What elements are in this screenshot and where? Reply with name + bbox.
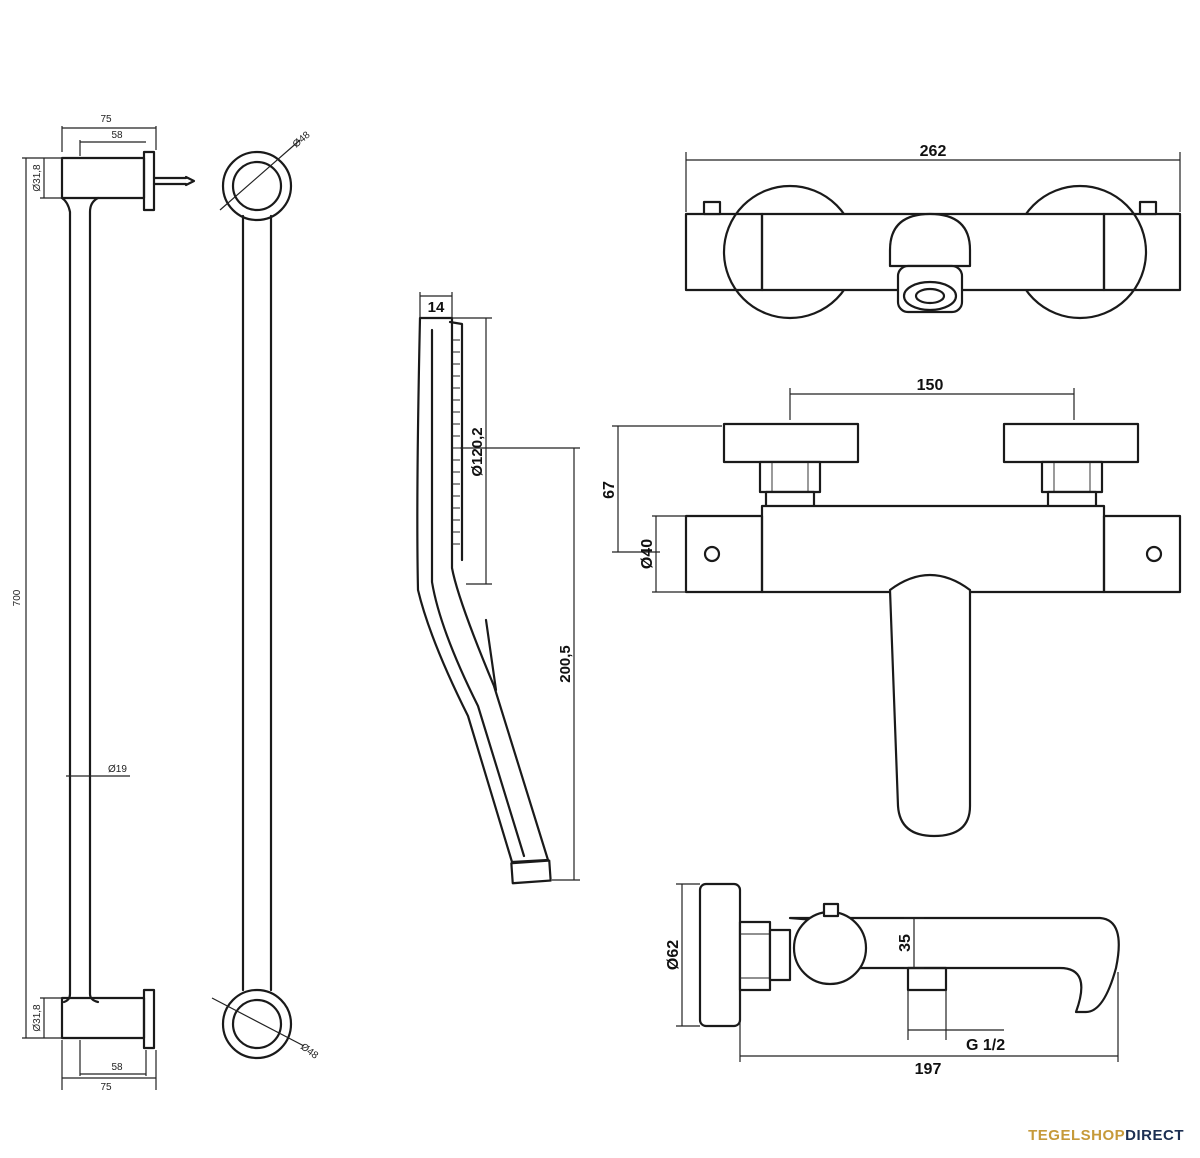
side-connector-flats <box>740 933 770 979</box>
top-bracket-diameter-label: Ø31,8 <box>32 164 43 192</box>
right-knurled-handle-front <box>1102 514 1182 594</box>
rail-right-edge <box>88 196 100 1004</box>
handshower-thread <box>510 859 552 885</box>
left-knurled-handle-top <box>684 212 764 292</box>
top-wall-rose-outer <box>221 150 293 222</box>
handshower-face <box>448 320 464 562</box>
rail-width-bracket-bottom-label: 58 <box>111 1062 123 1073</box>
brand-part2: DIRECT <box>1125 1127 1184 1144</box>
side-outlet-thread <box>906 966 948 992</box>
spout-top <box>888 212 972 268</box>
depth-label: 197 <box>915 1061 942 1078</box>
body-diameter-label: Ø40 <box>639 539 656 569</box>
head-diameter-label: Ø120,2 <box>469 427 486 476</box>
nut-flats <box>771 462 1091 492</box>
rail-width-total-bottom-label: 75 <box>100 1082 112 1093</box>
bottom-wall-rose-inner <box>231 998 283 1050</box>
flange-diameter-label: Ø62 <box>665 940 682 970</box>
outlet-ring-outer <box>902 280 958 312</box>
rail-diameter-label: Ø19 <box>108 764 127 775</box>
outlet-ring-inner <box>914 287 946 305</box>
spout-height-label: 35 <box>897 934 914 952</box>
side-neck <box>768 928 792 982</box>
top-wall-screw <box>152 175 196 187</box>
left-handle-hole <box>703 545 721 563</box>
handshower-inner-line <box>430 328 526 858</box>
spout-front <box>888 573 972 838</box>
top-wall-rose-inner <box>231 160 283 212</box>
bottom-bracket <box>60 996 146 1040</box>
brand-logo: TEGELSHOPDIRECT <box>1028 1127 1184 1144</box>
side-body-round <box>792 910 868 986</box>
rail-side-view: 75 58 Ø31,8 700 Ø19 Ø31,8 58 75 <box>12 114 196 1093</box>
rail-front-view: Ø48 Ø48 <box>211 129 320 1062</box>
left-nut <box>758 460 822 494</box>
left-wall-plate-front <box>722 422 860 464</box>
left-knurled-handle-front <box>684 514 764 594</box>
right-handle-hole <box>1145 545 1163 563</box>
spray-nozzles <box>452 339 460 545</box>
side-top-pin <box>822 902 840 918</box>
bottom-wall-rose-outer <box>221 988 293 1060</box>
side-connector <box>738 920 772 992</box>
brand-part1: TEGELSHOP <box>1028 1127 1126 1144</box>
handshower-view: 14 Ø120,2 200,5 <box>416 292 580 885</box>
right-wall-plate-front <box>1002 422 1140 464</box>
right-nut <box>1040 460 1104 494</box>
bottom-bracket-diameter-label: Ø31,8 <box>32 1004 43 1032</box>
height-label: 67 <box>601 481 618 499</box>
connection-spacing-label: 150 <box>917 377 944 394</box>
mixer-top-view: 262 <box>684 143 1182 320</box>
bottom-wall-plate <box>142 988 156 1050</box>
rail-length-label: 700 <box>12 589 23 606</box>
top-bracket <box>60 156 146 200</box>
right-pin <box>1138 200 1158 216</box>
handle-groove <box>484 618 498 692</box>
outlet-thread-label: G 1/2 <box>966 1037 1005 1054</box>
front-rail <box>241 214 273 992</box>
head-depth-label: 14 <box>428 299 445 316</box>
handshower-outline <box>416 316 550 864</box>
left-pin <box>702 200 722 216</box>
side-wall-flange <box>698 882 742 1028</box>
side-spout <box>788 916 1120 1014</box>
rail-width-bracket-label: 58 <box>111 130 123 141</box>
bottom-rose-diameter-label: Ø48 <box>298 1042 320 1062</box>
total-width-label: 262 <box>920 143 947 160</box>
rail-width-total-label: 75 <box>100 114 112 125</box>
total-length-label: 200,5 <box>557 645 574 683</box>
top-wall-plate <box>142 150 156 212</box>
mixer-side-view: Ø62 35 G 1/2 197 <box>665 882 1120 1078</box>
rail-left-edge <box>60 196 72 1004</box>
top-rose-diameter-label: Ø48 <box>291 129 313 150</box>
mixer-front-view: 150 67 Ø40 <box>601 377 1182 838</box>
